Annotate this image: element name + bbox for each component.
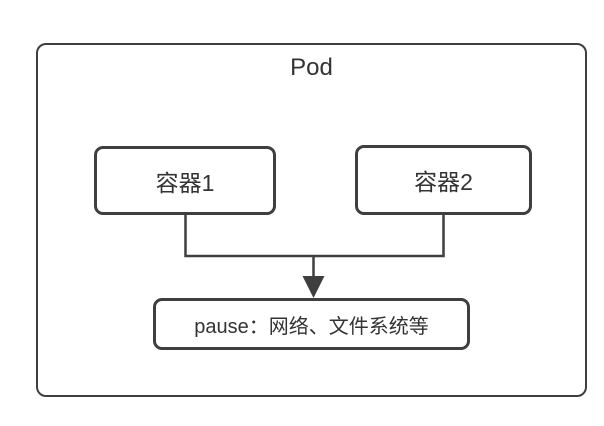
node-pause: pause：网络、文件系统等 [153,298,470,350]
pod-group-title: Pod [290,54,333,81]
node-container2: 容器2 [355,145,532,215]
node-container2-label: 容器2 [414,169,473,195]
node-pause-label: pause：网络、文件系统等 [194,315,429,338]
node-container1-label: 容器1 [155,169,215,196]
node-container1: 容器1 [94,146,276,215]
